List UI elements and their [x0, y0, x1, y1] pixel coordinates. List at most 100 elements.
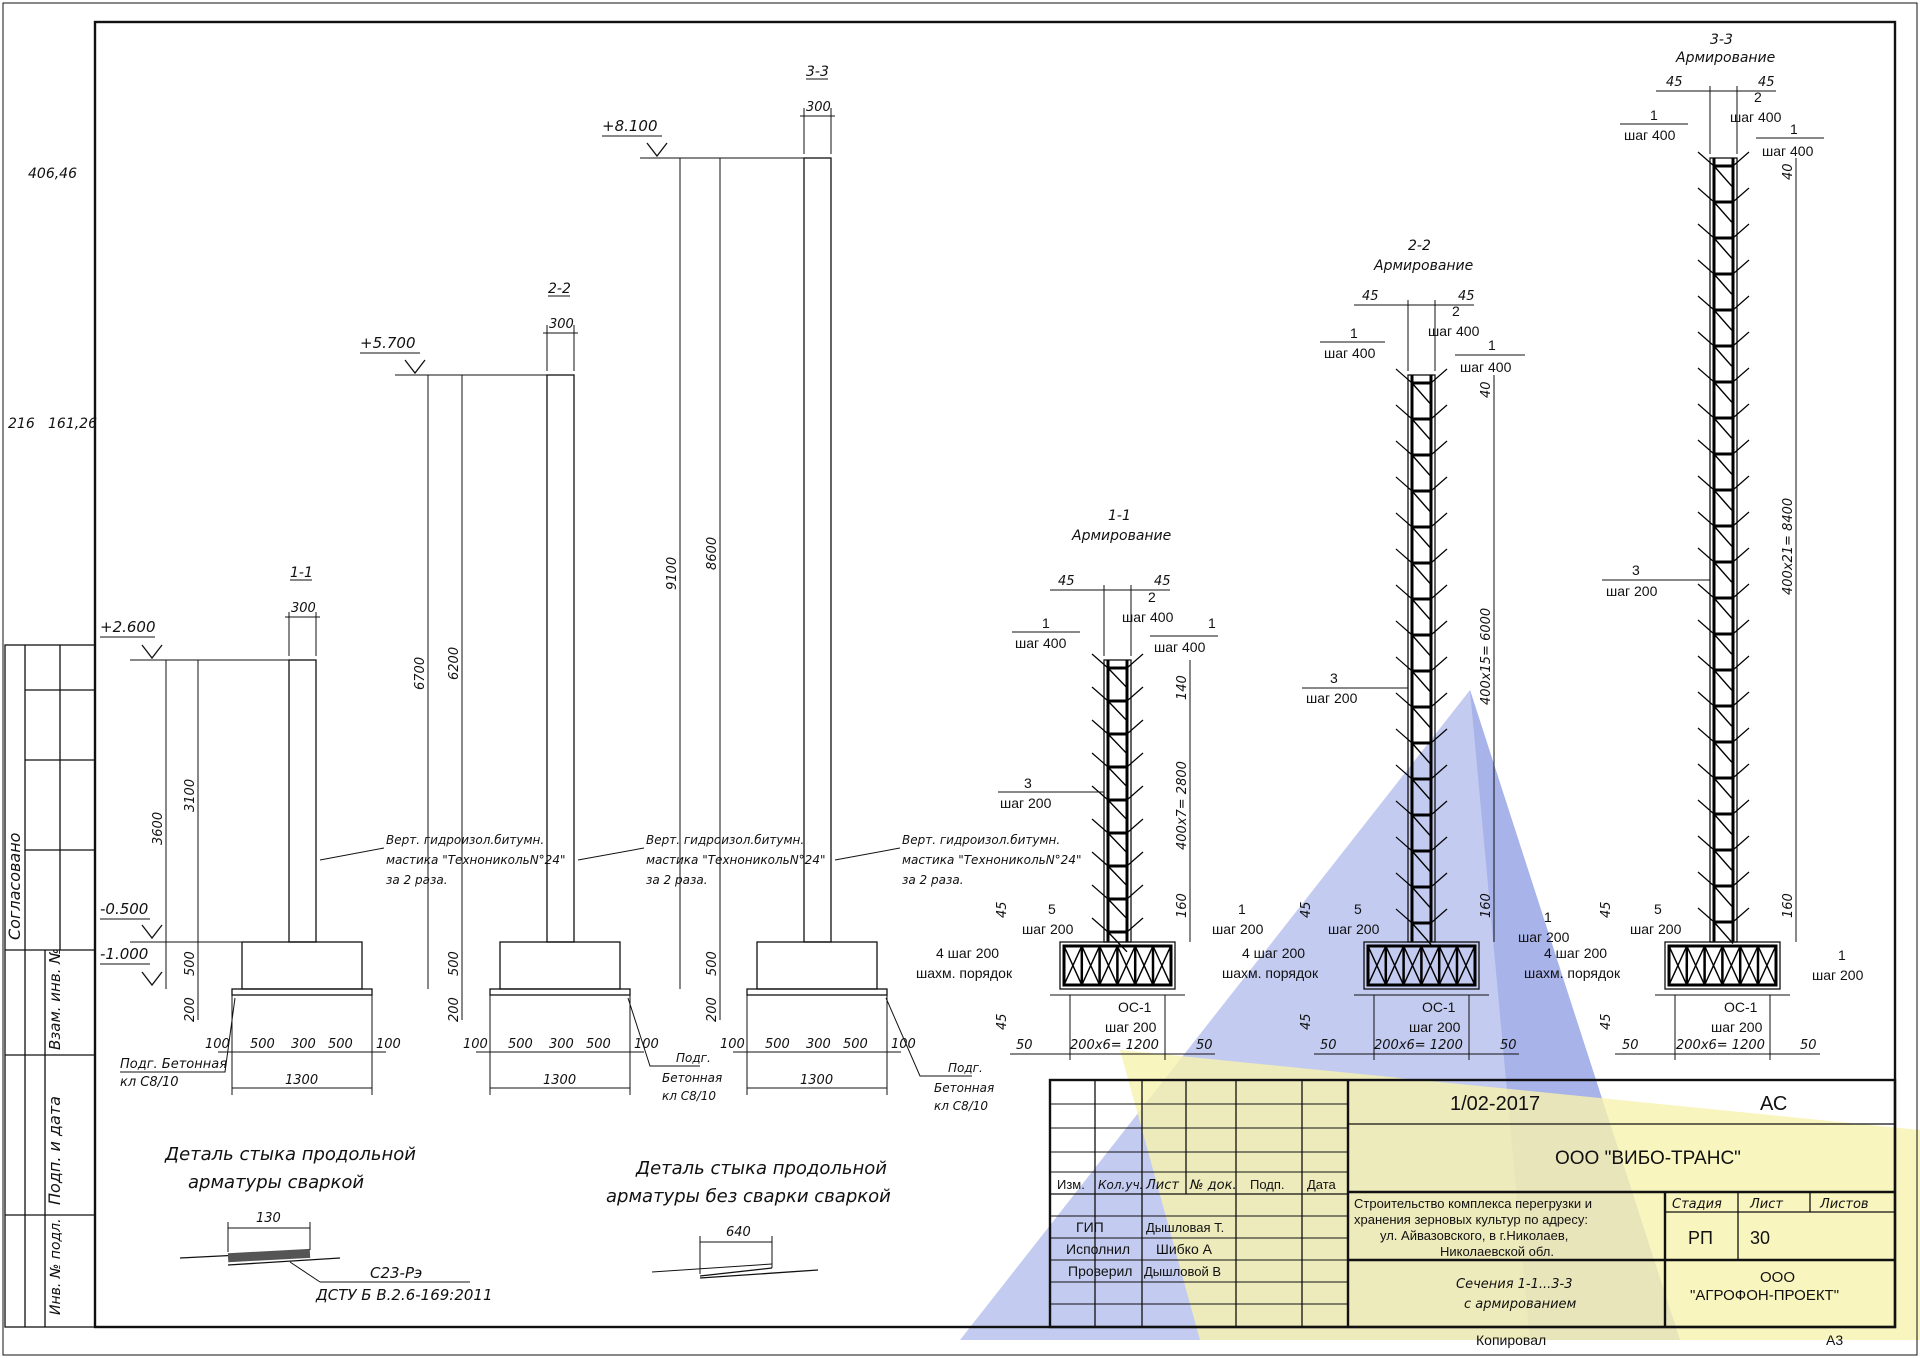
dim-6700: 6700 — [413, 657, 428, 690]
dim-300-s3m: 300 — [806, 1037, 831, 1052]
dim-3600: 3600 — [151, 812, 166, 845]
r1-r1: 400x7= 2800 — [1175, 761, 1190, 850]
rebar-line — [1411, 526, 1432, 550]
dim-500-a: 500 — [250, 1037, 275, 1052]
wp-note-3-l2: мастика "ТехноникольN°24" — [902, 853, 1081, 867]
r2-d40: 40 — [1479, 381, 1494, 398]
r2-os-step: шаг 200 — [1409, 1019, 1461, 1035]
r2-n5: 5 — [1354, 901, 1362, 917]
dim-1300-s2: 1300 — [543, 1073, 576, 1088]
rebar-line — [1091, 785, 1109, 801]
r1-n3: 3 — [1024, 775, 1032, 791]
section-3-3-concrete: 3-3 300 +8.100 9100 8600 500 200 100 500… — [602, 64, 994, 1113]
rebar-line — [1713, 489, 1734, 513]
r1-d45-a: 45 — [1058, 574, 1075, 589]
title-block: Изм. Кол.уч. Лист № док. Подп. Дата ГИП … — [1048, 1078, 1897, 1348]
rebar-line — [1732, 331, 1750, 347]
r3-d50-r: 50 — [1800, 1038, 1817, 1053]
detail-lap: Деталь стыка продольной арматуры без сва… — [606, 1158, 891, 1279]
r3-r3: 400x21= 8400 — [1781, 498, 1796, 595]
rebar-line — [1697, 763, 1715, 779]
rebar-line — [1091, 917, 1109, 933]
rebar-line — [1395, 476, 1413, 492]
rebar-line — [1395, 440, 1413, 456]
rebar-line — [1732, 187, 1750, 203]
rebar-line — [1430, 404, 1448, 420]
dim-500-b: 500 — [328, 1037, 353, 1052]
rebar-line — [1732, 727, 1750, 743]
prep-note-1: Подг. Бетонная — [120, 1057, 227, 1072]
rebar-line — [1430, 548, 1448, 564]
r1-n2: 2 — [1148, 589, 1156, 605]
tb-col-list: Лист — [1145, 1178, 1179, 1193]
rebar-line — [1697, 727, 1715, 743]
rebar-line — [1739, 945, 1759, 986]
rebar-line — [1732, 619, 1750, 635]
r1-base: 200x6= 1200 — [1070, 1038, 1159, 1053]
rebar-line — [1411, 562, 1432, 586]
rebar-line — [1713, 237, 1734, 261]
dim-500-s2: 500 — [447, 951, 462, 976]
rebar-line — [1713, 885, 1734, 909]
rebar-line — [1713, 381, 1734, 405]
rebar-line — [1732, 259, 1750, 275]
rebar-line — [1713, 921, 1734, 945]
rebar-line — [1732, 403, 1750, 419]
wp-note-3-l3: за 2 раза. — [902, 873, 964, 887]
tb-drawing-1: Сечения 1-1...3-3 — [1456, 1277, 1573, 1292]
r3-d45-a: 45 — [1666, 75, 1683, 90]
level-5700: +5.700 — [360, 334, 416, 352]
section-1-1-label: 1-1 — [290, 565, 313, 581]
rebar-line — [1713, 741, 1734, 765]
rebar-line — [1126, 752, 1144, 768]
rebar-line — [1411, 922, 1432, 946]
r2-n1a-step: шаг 400 — [1324, 345, 1376, 361]
rebar-line — [1757, 945, 1777, 986]
section-2-2-concrete: 2-2 300 +5.700 6700 6200 500 200 100 500… — [360, 281, 722, 1103]
tb-sheets-h: Листов — [1819, 1197, 1869, 1212]
dim-200-s3: 200 — [705, 997, 720, 1022]
reinf-3-3: 3-3 Армирование 50 200x6= 1200 50 45 45 … — [1524, 32, 1864, 1060]
rebar-line — [1411, 742, 1432, 766]
rebar-line — [1732, 295, 1750, 311]
r2-n1b-step: шаг 400 — [1460, 359, 1512, 375]
r3-n2-step: шаг 400 — [1730, 109, 1782, 125]
rebar-line — [1732, 655, 1750, 671]
rebar-line — [1107, 832, 1128, 854]
rebar-line — [1402, 945, 1423, 986]
rebar-line — [1395, 764, 1413, 780]
rebar-line — [1126, 851, 1144, 867]
margin-area-mid: 161,26 — [48, 416, 97, 432]
r1-d160: 160 — [1175, 893, 1190, 918]
rebar-line — [1395, 728, 1413, 744]
rebar-line — [1697, 151, 1715, 167]
rebar-line — [1697, 187, 1715, 203]
r3-os-step: шаг 200 — [1711, 1019, 1763, 1035]
r3-n4: 4 шаг 200 — [1544, 945, 1607, 961]
rebar-line — [1063, 945, 1083, 986]
rebar-line — [1732, 223, 1750, 239]
dim-200: 200 — [183, 997, 198, 1022]
r3-n1a: 1 — [1650, 107, 1658, 123]
rebar-line — [1126, 917, 1144, 933]
rebar-line — [1430, 908, 1448, 924]
r3-n5: 5 — [1654, 901, 1662, 917]
r3-d45-d: 45 — [1599, 1013, 1614, 1030]
rebar-line — [1697, 475, 1715, 491]
rebar-line — [1697, 259, 1715, 275]
dim-8600: 8600 — [705, 537, 720, 570]
tb-gip-name: Дышловая Т. — [1146, 1220, 1224, 1235]
prep-a-s3: Подг. — [948, 1061, 983, 1075]
tb-org-1: ООО — [1760, 1269, 1795, 1286]
rebar-line — [1668, 945, 1688, 986]
rebar-line — [1430, 764, 1448, 780]
dim-500-s3a: 500 — [765, 1037, 790, 1052]
r2-d45-c: 45 — [1299, 901, 1314, 918]
r1-d140: 140 — [1175, 675, 1190, 700]
dim-6200: 6200 — [447, 647, 462, 680]
rebar-line — [1152, 945, 1172, 986]
rebar-line — [1713, 669, 1734, 693]
tb-sheet-h: Лист — [1749, 1197, 1783, 1212]
rebar-line — [1703, 945, 1724, 986]
